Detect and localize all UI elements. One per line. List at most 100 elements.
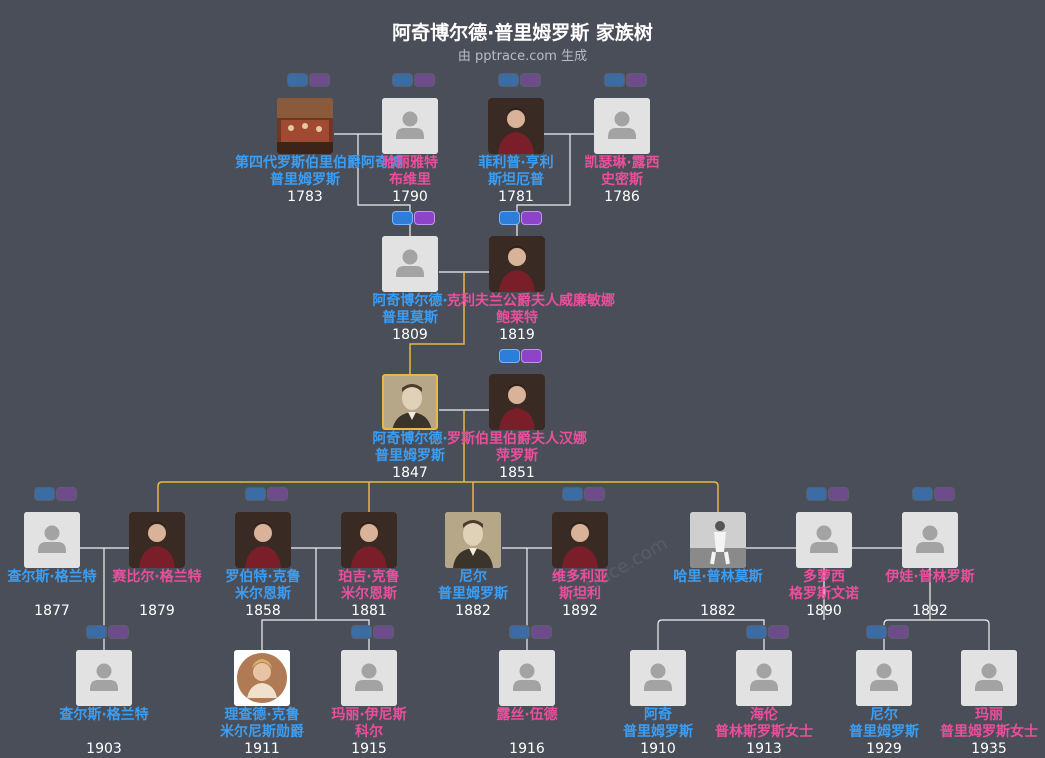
expand-parents-button[interactable] bbox=[351, 625, 372, 639]
person-name[interactable]: 菲利普·亨利斯坦厄普 bbox=[446, 155, 586, 189]
person-name[interactable]: 玛丽·伊尼斯科尔 bbox=[299, 707, 439, 741]
person-photo[interactable] bbox=[552, 512, 608, 568]
expand-spouse-button[interactable] bbox=[934, 487, 955, 501]
expand-toggle[interactable] bbox=[34, 487, 77, 501]
person-name[interactable]: 维多利亚斯坦利 bbox=[510, 569, 650, 603]
expand-spouse-button[interactable] bbox=[828, 487, 849, 501]
person-photo[interactable] bbox=[488, 98, 544, 154]
person-name[interactable]: 尼尔普里姆罗斯 bbox=[814, 707, 954, 741]
person-photo[interactable] bbox=[594, 98, 650, 154]
person-photo[interactable] bbox=[499, 650, 555, 706]
person-photo[interactable] bbox=[76, 650, 132, 706]
expand-toggle[interactable] bbox=[498, 73, 541, 87]
expand-spouse-button[interactable] bbox=[520, 73, 541, 87]
person-photo[interactable] bbox=[129, 512, 185, 568]
person-name[interactable]: 多萝西格罗斯文诺 bbox=[754, 569, 894, 603]
person-photo[interactable] bbox=[382, 98, 438, 154]
person-name[interactable]: 赛比尔·格兰特 bbox=[87, 569, 227, 586]
person-name[interactable]: 露丝·伍德 bbox=[457, 707, 597, 724]
person-photo[interactable] bbox=[341, 650, 397, 706]
expand-spouse-button[interactable] bbox=[768, 625, 789, 639]
person-name[interactable]: 阿奇博尔德·普里莫斯 bbox=[340, 293, 480, 327]
expand-parents-button[interactable] bbox=[245, 487, 266, 501]
expand-parents-button[interactable] bbox=[509, 625, 530, 639]
person-photo[interactable] bbox=[796, 512, 852, 568]
person-photo[interactable] bbox=[341, 512, 397, 568]
person-photo[interactable] bbox=[277, 98, 333, 154]
person-photo[interactable] bbox=[445, 512, 501, 568]
expand-parents-button[interactable] bbox=[498, 73, 519, 87]
expand-parents-button[interactable] bbox=[562, 487, 583, 501]
person-name[interactable]: 海伦普林斯罗斯女士 bbox=[694, 707, 834, 741]
person-photo[interactable] bbox=[690, 512, 746, 568]
person-name[interactable]: 罗伯特·克鲁米尔恩斯 bbox=[193, 569, 333, 603]
person-name[interactable]: 珀吉·克鲁米尔恩斯 bbox=[299, 569, 439, 603]
expand-parents-button[interactable] bbox=[86, 625, 107, 639]
expand-toggle[interactable] bbox=[287, 73, 330, 87]
person-name[interactable]: 哈里·普林莫斯 bbox=[648, 569, 788, 586]
expand-toggle[interactable] bbox=[912, 487, 955, 501]
expand-parents-button[interactable] bbox=[604, 73, 625, 87]
expand-spouse-button[interactable] bbox=[626, 73, 647, 87]
expand-spouse-button[interactable] bbox=[414, 73, 435, 87]
expand-toggle[interactable] bbox=[746, 625, 789, 639]
person-name[interactable]: 理查德·克鲁米尔尼斯勋爵 bbox=[192, 707, 332, 741]
person-photo[interactable] bbox=[961, 650, 1017, 706]
expand-spouse-button[interactable] bbox=[584, 487, 605, 501]
person-name[interactable]: 伊娃·普林罗斯 bbox=[860, 569, 1000, 586]
expand-toggle[interactable] bbox=[806, 487, 849, 501]
expand-spouse-button[interactable] bbox=[888, 625, 909, 639]
expand-spouse-button[interactable] bbox=[531, 625, 552, 639]
expand-toggle[interactable] bbox=[351, 625, 394, 639]
person-photo[interactable] bbox=[736, 650, 792, 706]
person-name[interactable]: 阿奇普里姆罗斯 bbox=[588, 707, 728, 741]
person-photo[interactable] bbox=[489, 374, 545, 430]
expand-parents-button[interactable] bbox=[912, 487, 933, 501]
expand-parents-button[interactable] bbox=[806, 487, 827, 501]
person-photo[interactable] bbox=[382, 236, 438, 292]
expand-parents-button[interactable] bbox=[866, 625, 887, 639]
expand-toggle[interactable] bbox=[499, 211, 542, 225]
expand-toggle[interactable] bbox=[604, 73, 647, 87]
expand-spouse-button[interactable] bbox=[521, 211, 542, 225]
expand-toggle[interactable] bbox=[866, 625, 909, 639]
person-photo[interactable] bbox=[856, 650, 912, 706]
expand-spouse-button[interactable] bbox=[56, 487, 77, 501]
expand-toggle[interactable] bbox=[562, 487, 605, 501]
expand-spouse-button[interactable] bbox=[309, 73, 330, 87]
expand-spouse-button[interactable] bbox=[267, 487, 288, 501]
expand-parents-button[interactable] bbox=[34, 487, 55, 501]
person-photo[interactable] bbox=[382, 374, 438, 430]
expand-toggle[interactable] bbox=[499, 349, 542, 363]
expand-parents-button[interactable] bbox=[499, 211, 520, 225]
person-name[interactable]: 哈丽雅特布维里 bbox=[340, 155, 480, 189]
person-name[interactable]: 查尔斯·格兰特 bbox=[34, 707, 174, 724]
expand-parents-button[interactable] bbox=[499, 349, 520, 363]
person-photo[interactable] bbox=[630, 650, 686, 706]
expand-parents-button[interactable] bbox=[392, 211, 413, 225]
expand-spouse-button[interactable] bbox=[414, 211, 435, 225]
expand-toggle[interactable] bbox=[245, 487, 288, 501]
person-photo[interactable] bbox=[235, 512, 291, 568]
expand-toggle[interactable] bbox=[392, 211, 435, 225]
person-name[interactable]: 查尔斯·格兰特 bbox=[0, 569, 122, 586]
person-photo[interactable] bbox=[234, 650, 290, 706]
expand-toggle[interactable] bbox=[392, 73, 435, 87]
person-photo[interactable] bbox=[24, 512, 80, 568]
expand-spouse-button[interactable] bbox=[521, 349, 542, 363]
person-name[interactable]: 罗斯伯里伯爵夫人汉娜萍罗斯 bbox=[447, 431, 587, 465]
expand-toggle[interactable] bbox=[86, 625, 129, 639]
person-photo[interactable] bbox=[489, 236, 545, 292]
person-name[interactable]: 阿奇博尔德·普里姆罗斯 bbox=[340, 431, 480, 465]
person-name[interactable]: 凯瑟琳·露西史密斯 bbox=[552, 155, 692, 189]
expand-parents-button[interactable] bbox=[746, 625, 767, 639]
person-name[interactable]: 尼尔普里姆罗斯 bbox=[403, 569, 543, 603]
person-name[interactable]: 玛丽普里姆罗斯女士 bbox=[919, 707, 1045, 741]
person-name[interactable]: 第四代罗斯伯里伯爵阿奇博普里姆罗斯 bbox=[235, 155, 403, 189]
expand-parents-button[interactable] bbox=[392, 73, 413, 87]
person-photo[interactable] bbox=[902, 512, 958, 568]
expand-parents-button[interactable] bbox=[287, 73, 308, 87]
expand-spouse-button[interactable] bbox=[108, 625, 129, 639]
person-name[interactable]: 克利夫兰公爵夫人威廉敏娜鲍莱特 bbox=[447, 293, 615, 327]
expand-spouse-button[interactable] bbox=[373, 625, 394, 639]
